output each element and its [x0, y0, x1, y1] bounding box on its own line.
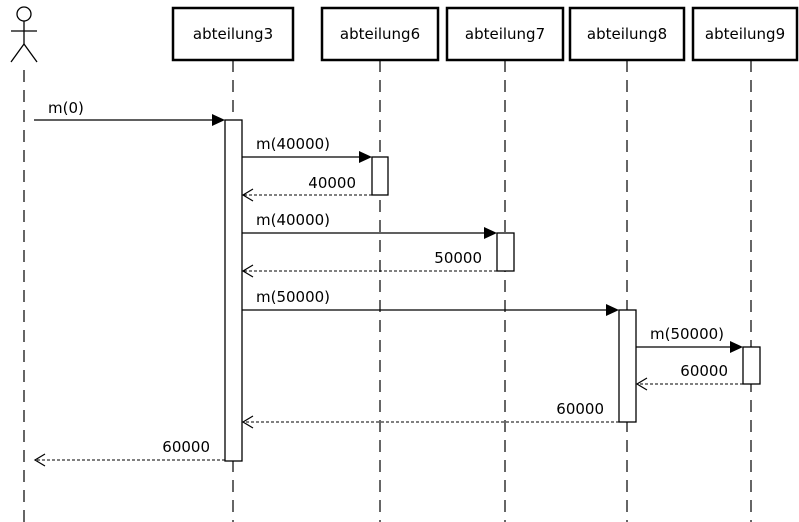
message-return: 60000	[635, 362, 743, 391]
arrowhead-filled-icon	[484, 227, 497, 239]
message-label: 60000	[162, 438, 210, 456]
message-return: 50000	[241, 249, 497, 278]
participant-label: abteilung9	[705, 25, 785, 43]
participant-abteilung3: abteilung3	[171, 6, 295, 62]
message-label: 60000	[680, 362, 728, 380]
arrowhead-open-icon	[635, 377, 648, 391]
arrowhead-open-icon	[241, 264, 254, 278]
arrowhead-filled-icon	[359, 151, 372, 163]
participant-label: abteilung3	[193, 25, 273, 43]
message-return: 60000	[33, 438, 225, 467]
message-label: m(40000)	[256, 135, 330, 153]
activation-abteilung6	[371, 156, 389, 196]
message-label: m(40000)	[256, 211, 330, 229]
message-label: 40000	[308, 174, 356, 192]
activation-abteilung3	[224, 119, 243, 462]
participant-abteilung6: abteilung6	[320, 6, 440, 62]
participant-abteilung9: abteilung9	[691, 6, 799, 62]
participant-abteilung8: abteilung8	[568, 6, 686, 62]
arrowhead-filled-icon	[212, 114, 225, 126]
participant-abteilung7: abteilung7	[445, 6, 565, 62]
message-label: m(0)	[48, 99, 84, 117]
message-return: 60000	[241, 400, 619, 429]
activation-abteilung9	[742, 346, 761, 385]
participant-label: abteilung6	[340, 25, 420, 43]
activation-abteilung7	[496, 232, 515, 272]
participant-label: abteilung7	[465, 25, 545, 43]
arrowhead-open-icon	[241, 188, 254, 202]
actor-figure	[10, 6, 38, 63]
message-return: 40000	[241, 174, 372, 202]
message-call: m(0)	[34, 99, 225, 126]
message-call: m(40000)	[242, 135, 372, 163]
arrowhead-open-icon	[241, 415, 254, 429]
activation-abteilung8	[618, 309, 637, 423]
message-label: m(50000)	[256, 288, 330, 306]
participant-label: abteilung8	[587, 25, 667, 43]
message-label: 60000	[556, 400, 604, 418]
message-label: m(50000)	[650, 325, 724, 343]
arrowhead-filled-icon	[606, 304, 619, 316]
message-call: m(50000)	[242, 288, 619, 316]
arrowhead-filled-icon	[730, 341, 743, 353]
arrowhead-open-icon	[33, 453, 46, 467]
message-call: m(40000)	[242, 211, 497, 239]
message-call: m(50000)	[636, 325, 743, 353]
message-label: 50000	[434, 249, 482, 267]
